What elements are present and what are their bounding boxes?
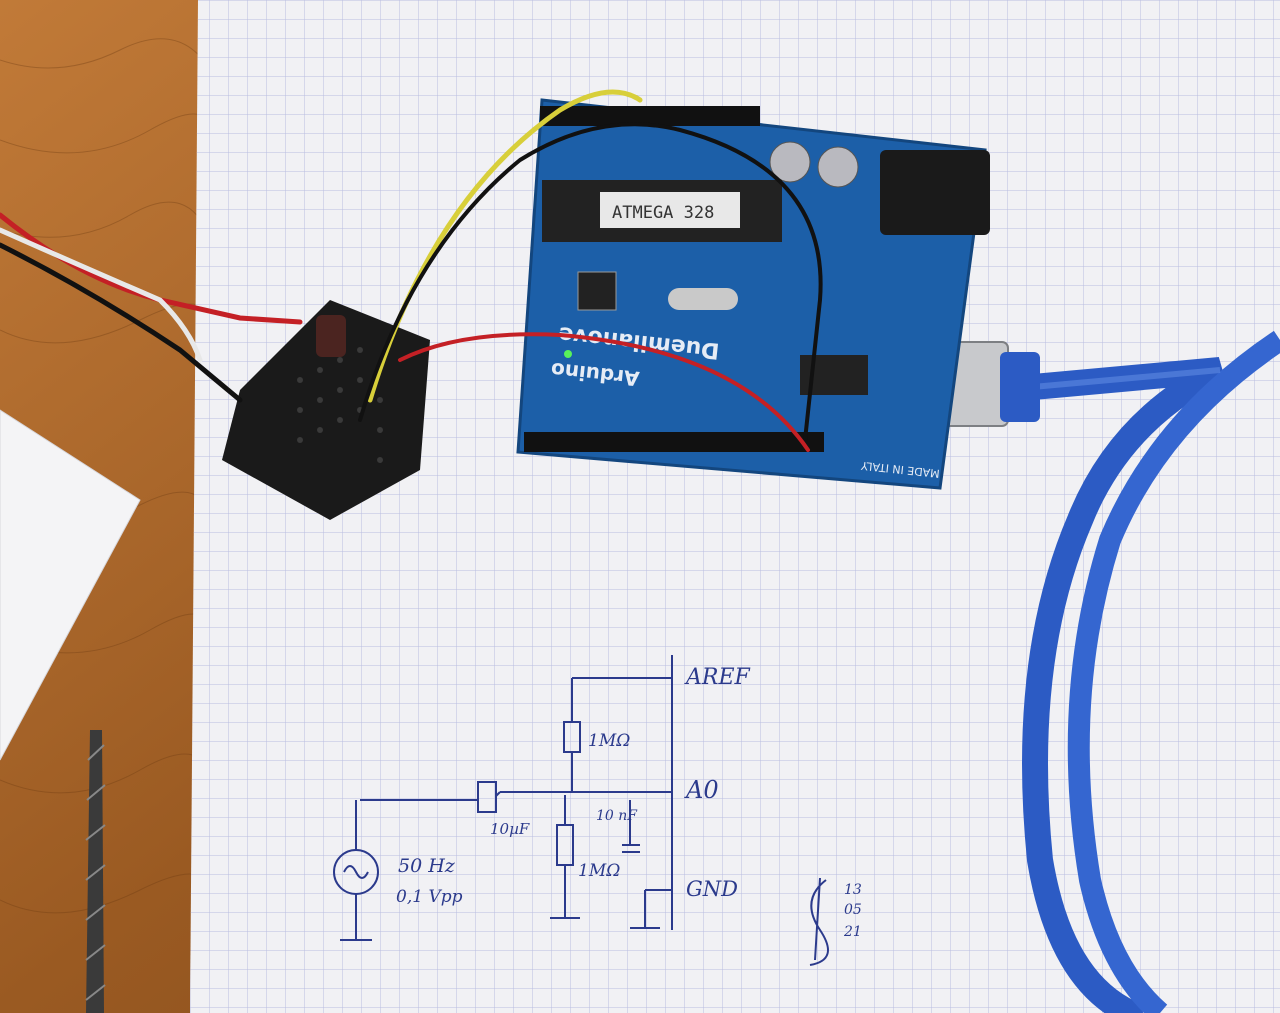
wire-white — [0, 227, 203, 363]
signature-month: 05 — [844, 902, 862, 918]
pin-label-a0: A0 — [684, 776, 719, 804]
source-amplitude: 0,1 Vpp — [396, 887, 463, 907]
drill-bit — [85, 730, 106, 1013]
header-strip-top — [540, 106, 760, 126]
signature — [809, 877, 829, 966]
resistor-bottom-label: 1MΩ — [578, 861, 620, 881]
schematic-drawing — [333, 655, 673, 941]
capacitor-icon — [316, 315, 346, 357]
capacitor-icon — [817, 146, 859, 188]
resistor-top-label: 1MΩ — [588, 731, 630, 751]
chip-label: ATMEGA 328 — [612, 203, 714, 223]
wire-red-a0 — [398, 332, 810, 452]
wires — [0, 89, 823, 452]
filter-cap-label: 10 nF — [596, 808, 638, 824]
capacitor-icon — [477, 781, 497, 813]
wire-black-left — [0, 242, 243, 403]
header-strip-bottom — [524, 432, 824, 452]
graph-paper — [190, 0, 1280, 1013]
signature-year: 21 — [843, 924, 862, 940]
pin-label-gnd: GND — [686, 877, 738, 901]
wire-black — [358, 122, 823, 442]
power-led — [564, 350, 572, 358]
arduino-board: ATMEGA 328 Arduino Duemilanove MADE IN I… — [516, 98, 990, 490]
dc-jack — [880, 150, 990, 235]
paper-scrap — [0, 409, 141, 761]
mini-breadboard — [222, 300, 430, 520]
pin-label-aref: AREF — [684, 665, 751, 690]
capacitor-icon — [769, 141, 811, 183]
signature-day: 13 — [844, 882, 862, 898]
source-frequency: 50 Hz — [398, 855, 456, 877]
coupling-cap-label: 10µF — [490, 820, 530, 838]
reset-button — [577, 271, 617, 311]
crystal — [668, 288, 738, 310]
